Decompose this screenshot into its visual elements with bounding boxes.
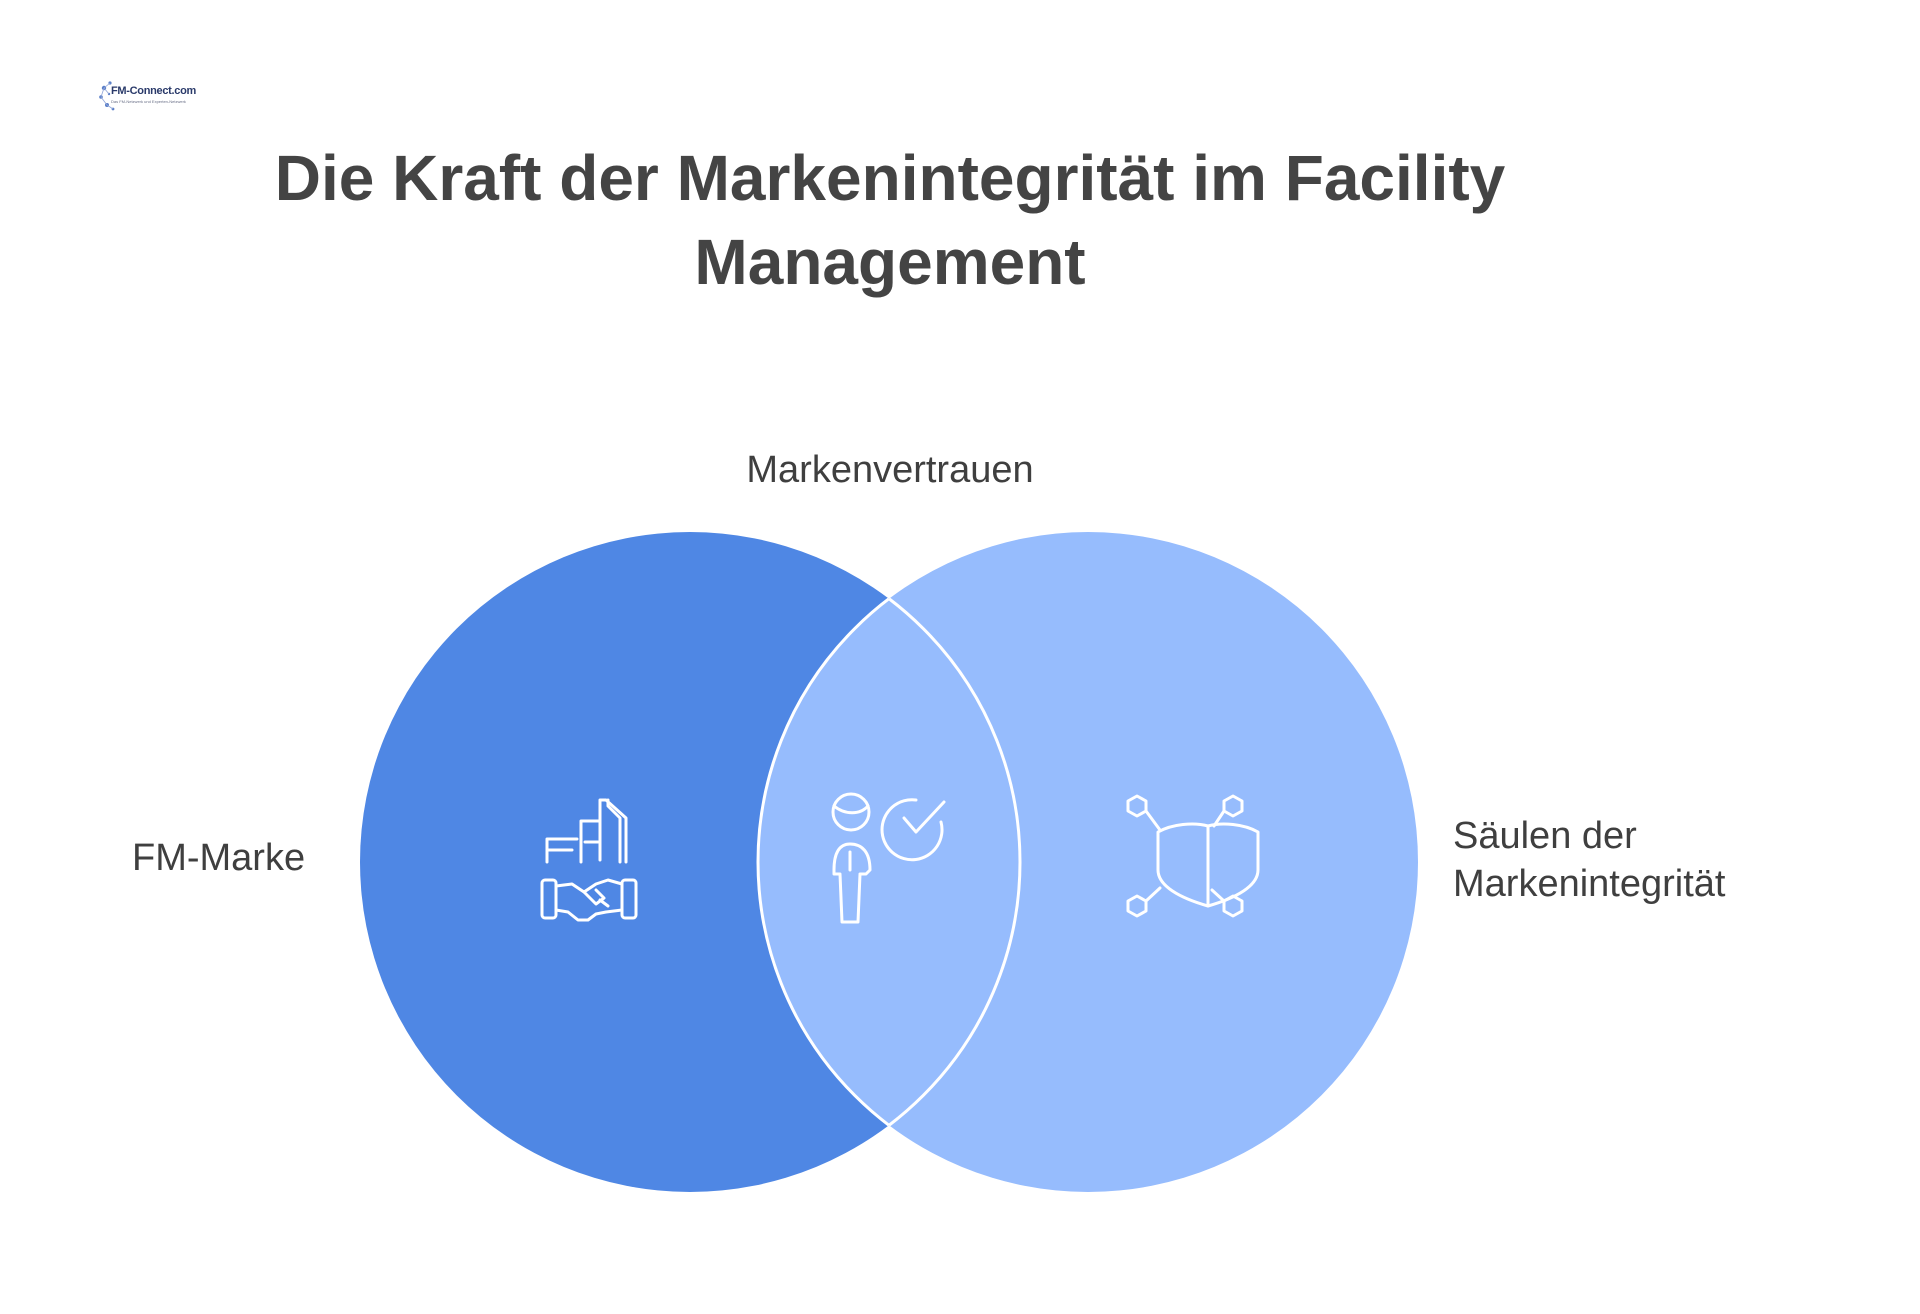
logo-name: FM-Connect.com: [111, 85, 197, 97]
shield-network-icon: [1126, 794, 1260, 918]
venn-intersection: [758, 532, 1020, 1192]
logo-tagline: Das FM-Netzwerk und Experten-Netzwerk: [111, 99, 186, 104]
right-set-label: Säulen der Markenintegrität: [1453, 815, 1726, 905]
page-title: Die Kraft der Markenintegrität im Facili…: [274, 142, 1506, 298]
left-set-label: FM-Marke: [132, 837, 306, 879]
intersection-label: Markenvertrauen: [746, 449, 1034, 491]
fm-connect-logo: [99, 81, 115, 111]
person-check-icon: [831, 792, 946, 924]
building-handshake-icon: [540, 798, 638, 922]
